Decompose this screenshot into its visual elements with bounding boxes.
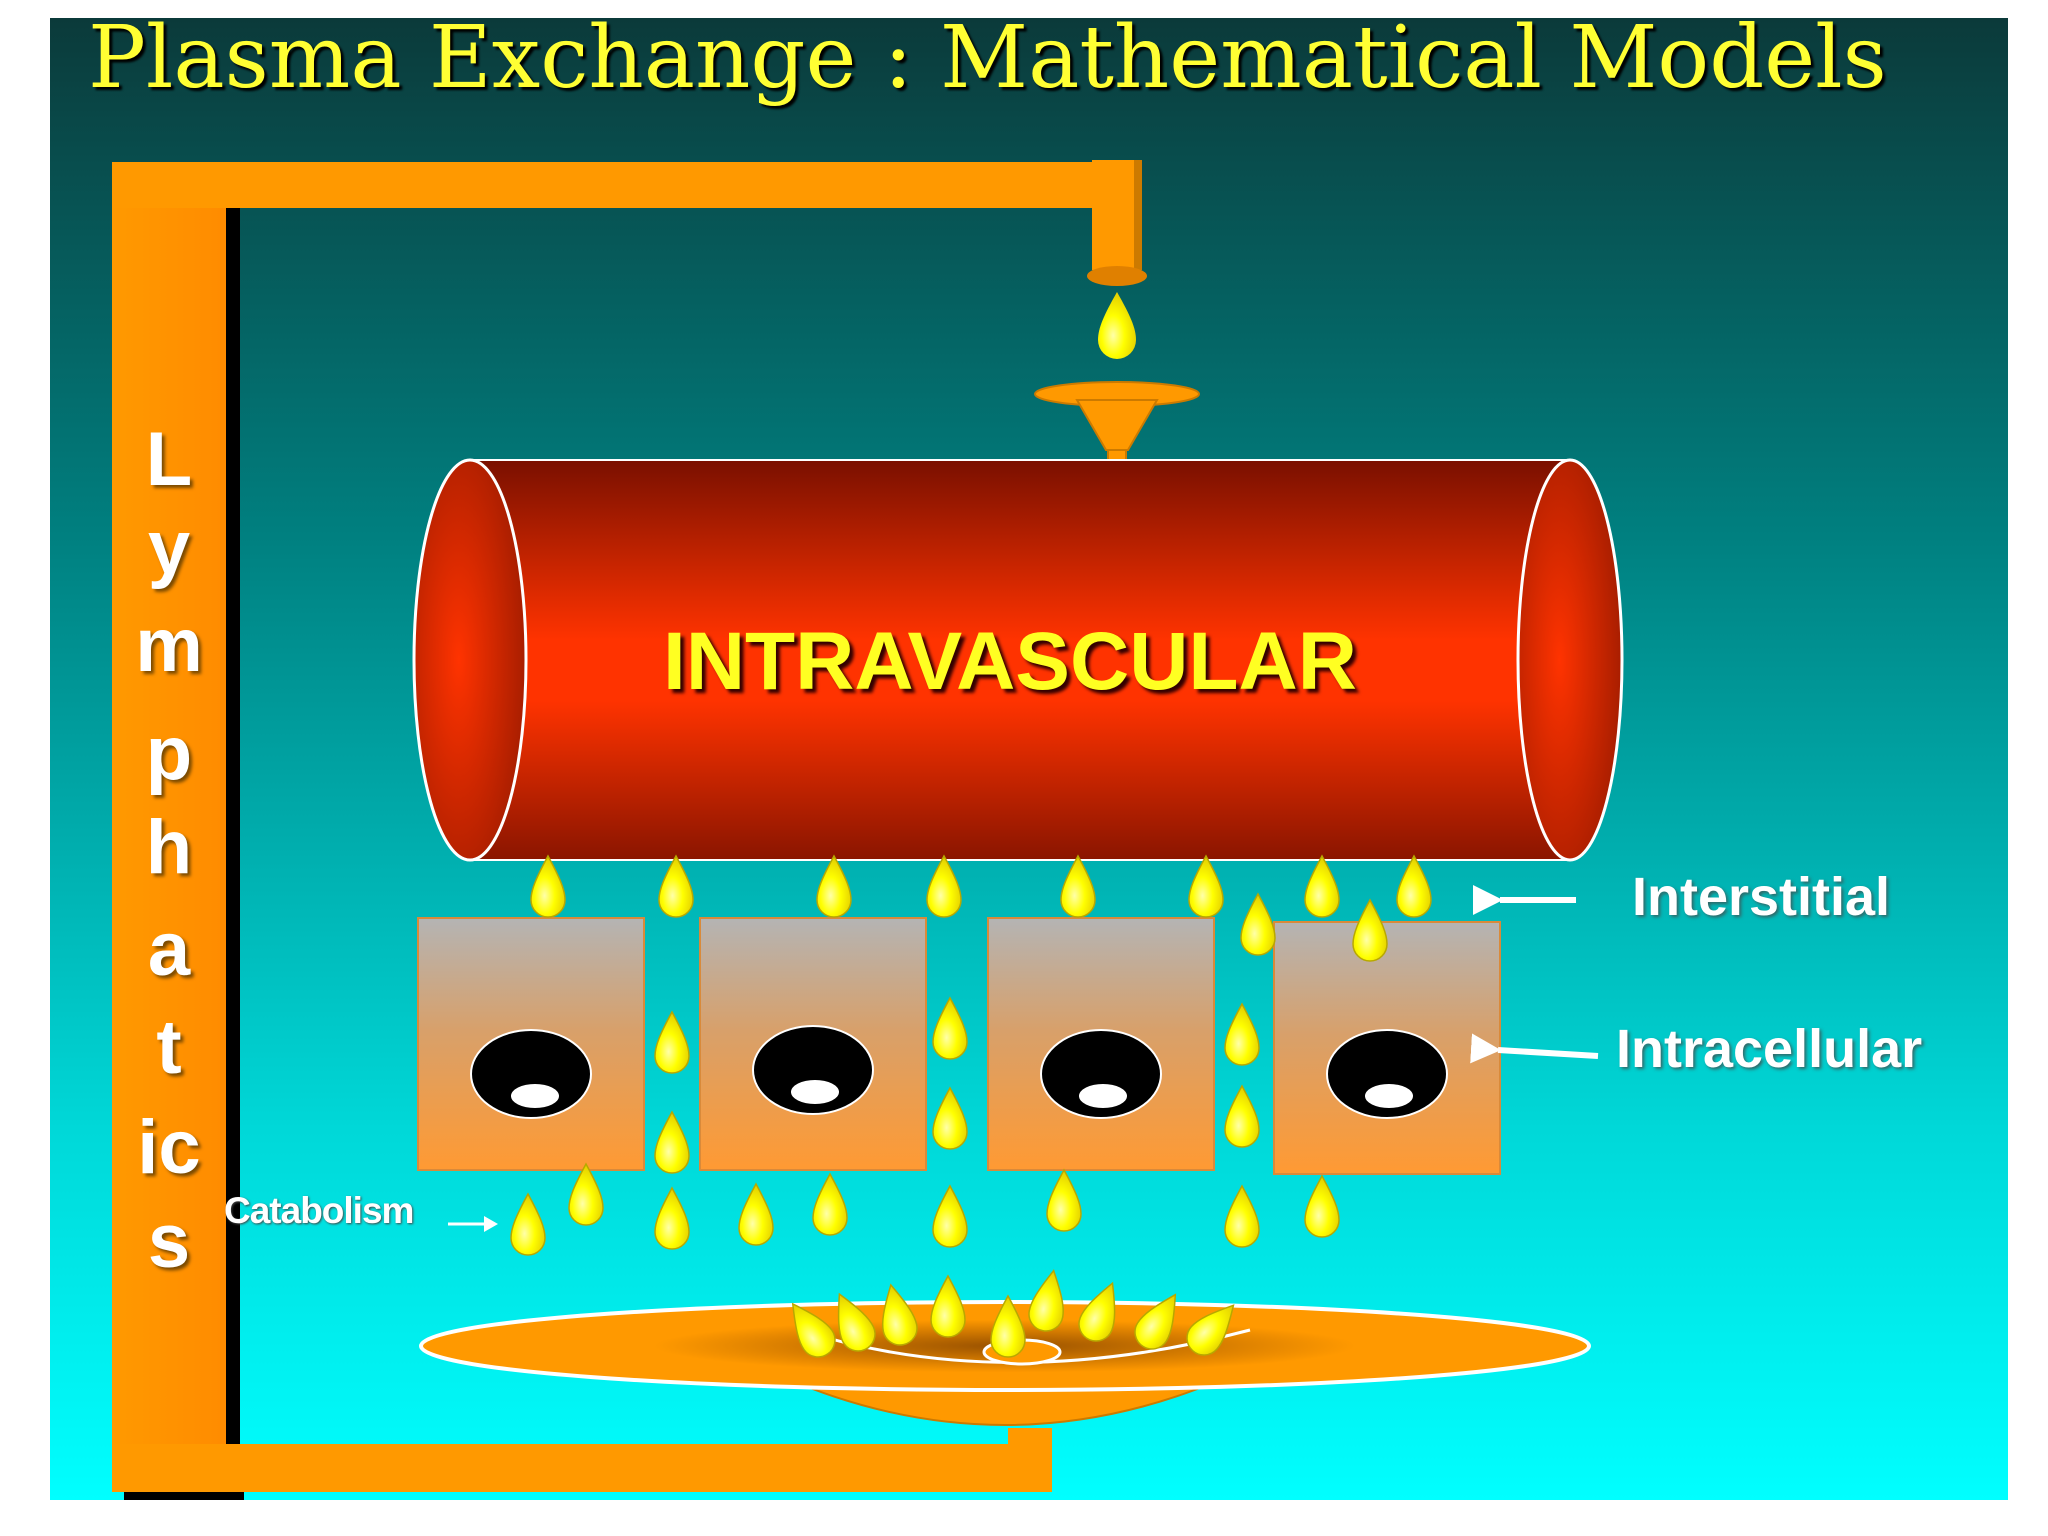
lymphatics-letter: t [124,1010,214,1086]
cell-4 [1274,922,1500,1174]
slide-title: Plasma Exchange : Mathematical Models [88,8,1887,108]
catabolism-label: Catabolism [224,1190,413,1232]
lymphatics-letter: s [124,1204,214,1280]
lymphatics-letter: ic [124,1110,214,1186]
lymphatics-letter: h [124,810,214,886]
faucet-nozzle [1087,266,1147,286]
lymphatics-letter: L [124,422,214,498]
lymphatics-letter: m [124,608,214,684]
vessel-right-cap [1518,460,1622,860]
intravascular-label: INTRAVASCULAR [540,615,1480,709]
lymphatics-letter: y [124,510,214,586]
lymphatics-letter: a [124,912,214,988]
intracellular-label: Intracellular [1616,1018,1922,1080]
cell-3 [988,918,1214,1170]
cell-2 [700,918,926,1170]
cell-1 [418,918,644,1170]
interstitial-label: Interstitial [1632,866,1890,928]
lymphatics-letter: p [124,716,214,792]
vessel-left-cap [414,460,526,860]
